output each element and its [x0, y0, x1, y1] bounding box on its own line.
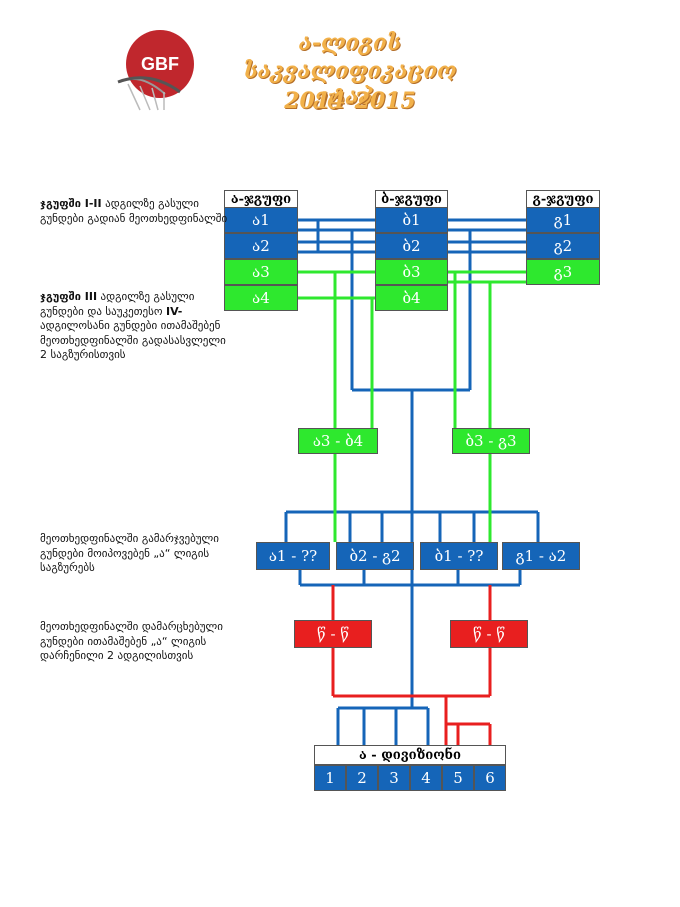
note-1-bold: ჯგუფში I-II — [40, 197, 102, 210]
note-2-bold: ჯგუფში III — [40, 290, 98, 303]
logo-text: GBF — [141, 54, 179, 74]
group-a-team-2: ა2 — [224, 233, 298, 259]
group-a-team-1: ა1 — [224, 207, 298, 233]
division-slot-6: 6 — [474, 765, 506, 791]
group-c-team-2: გ2 — [526, 233, 600, 259]
note-quarterfinal-losers: მეოთხედფინალში დამარცხებული გუნდები ითამ… — [40, 620, 230, 664]
group-c-team-1: გ1 — [526, 207, 600, 233]
note-3-text: მეოთხედფინალში გამარჯვებული გუნდები მოიპ… — [40, 532, 219, 574]
note-groups-1-2: ჯგუფში I-II ადგილზე გასული გუნდები გადია… — [40, 197, 230, 226]
gbf-logo: GBF — [117, 30, 194, 111]
group-b-team-3: ბ3 — [375, 259, 448, 285]
note-1-text: ადგილზე გასული გუნდები გადიან მეოთხედფინ… — [40, 197, 228, 225]
quarterfinal-3: ბ1 - ?? — [420, 542, 498, 570]
note-groups-3-4: ჯგუფში III ადგილზე გასული გუნდები და საუ… — [40, 290, 230, 363]
title-line2: საკვალიფიკაციო ეტაპი — [243, 58, 457, 110]
group-b-team-1: ბ1 — [375, 207, 448, 233]
note-2-text2: ადგილოსანი გუნდები ითამაშებენ მეოთხედფინ… — [40, 319, 226, 361]
consolation-match-1: წ - წ — [294, 620, 372, 648]
division-slot-4: 4 — [410, 765, 442, 791]
note-2-text: ადგილზე გასული გუნდები და საუკეთესო — [40, 290, 195, 318]
consolation-match-2: წ - წ — [450, 620, 528, 648]
playoff-match-2: ბ3 - გ3 — [452, 428, 530, 454]
division-slot-2: 2 — [346, 765, 378, 791]
note-2-bold2: IV- — [166, 304, 183, 318]
division-slot-3: 3 — [378, 765, 410, 791]
group-a-team-4: ა4 — [224, 285, 298, 311]
playoff-match-1: ა3 - ბ4 — [298, 428, 378, 454]
group-b-team-2: ბ2 — [375, 233, 448, 259]
division-header: ა - დივიზიონი — [314, 745, 506, 765]
group-c-team-3: გ3 — [526, 259, 600, 285]
quarterfinal-2: ბ2 - გ2 — [336, 542, 414, 570]
note-quarterfinal-winners: მეოთხედფინალში გამარჯვებული გუნდები მოიპ… — [40, 532, 230, 576]
group-c-header: გ-ჯგუფი — [526, 190, 600, 208]
title-line3: 2014-2015 — [284, 88, 416, 114]
quarterfinal-4: გ1 - ა2 — [502, 542, 580, 570]
group-a-header: ა-ჯგუფი — [224, 190, 298, 208]
division-slot-1: 1 — [314, 765, 346, 791]
quarterfinal-1: ა1 - ?? — [256, 542, 330, 570]
group-b-team-4: ბ4 — [375, 285, 448, 311]
group-b-header: ბ-ჯგუფი — [375, 190, 448, 208]
note-4-text: მეოთხედფინალში დამარცხებული გუნდები ითამ… — [40, 620, 223, 662]
title-line1: ა-ლიგის — [298, 30, 402, 56]
division-slot-5: 5 — [442, 765, 474, 791]
group-a-team-3: ა3 — [224, 259, 298, 285]
